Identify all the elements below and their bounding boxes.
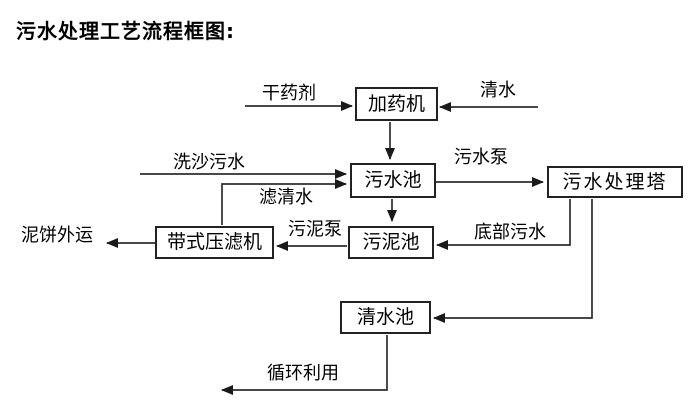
label-mud-cake-outbound: 泥饼外运 — [21, 225, 93, 246]
node-sewage-pool: 污水池 — [350, 163, 436, 198]
label-filtered-water: 滤清水 — [259, 187, 313, 208]
arrow-clean-water-pool-to-recycling — [221, 335, 388, 395]
node-belt-filter-press: 带式压滤机 — [155, 226, 274, 259]
node-dosing-machine: 加药机 — [355, 87, 438, 121]
node-treatment-tower: 污水处理塔 — [547, 166, 683, 198]
label-bottom-sewage: 底部污水 — [474, 222, 546, 243]
label-sewage-pump: 污水泵 — [454, 147, 508, 168]
page-title: 污水处理工艺流程框图: — [16, 19, 235, 43]
label-sand-washing-sewage: 洗沙污水 — [173, 152, 245, 173]
node-clean-water-pool: 清水池 — [340, 301, 431, 334]
label-clean-water: 清水 — [480, 80, 516, 101]
label-dry-chemical: 干药剂 — [262, 83, 316, 104]
arrow-treatment-tower-to-clean-water-pool — [433, 199, 593, 323]
arrow-bottom-sewage-tower-to-sludge-pool — [436, 199, 571, 250]
node-sludge-pool: 污泥池 — [348, 226, 434, 259]
label-sludge-pump: 污泥泵 — [288, 219, 342, 240]
label-recycling: 循环利用 — [267, 363, 339, 384]
arrow-filtered-water-press-to-sewage-pool — [221, 179, 347, 225]
